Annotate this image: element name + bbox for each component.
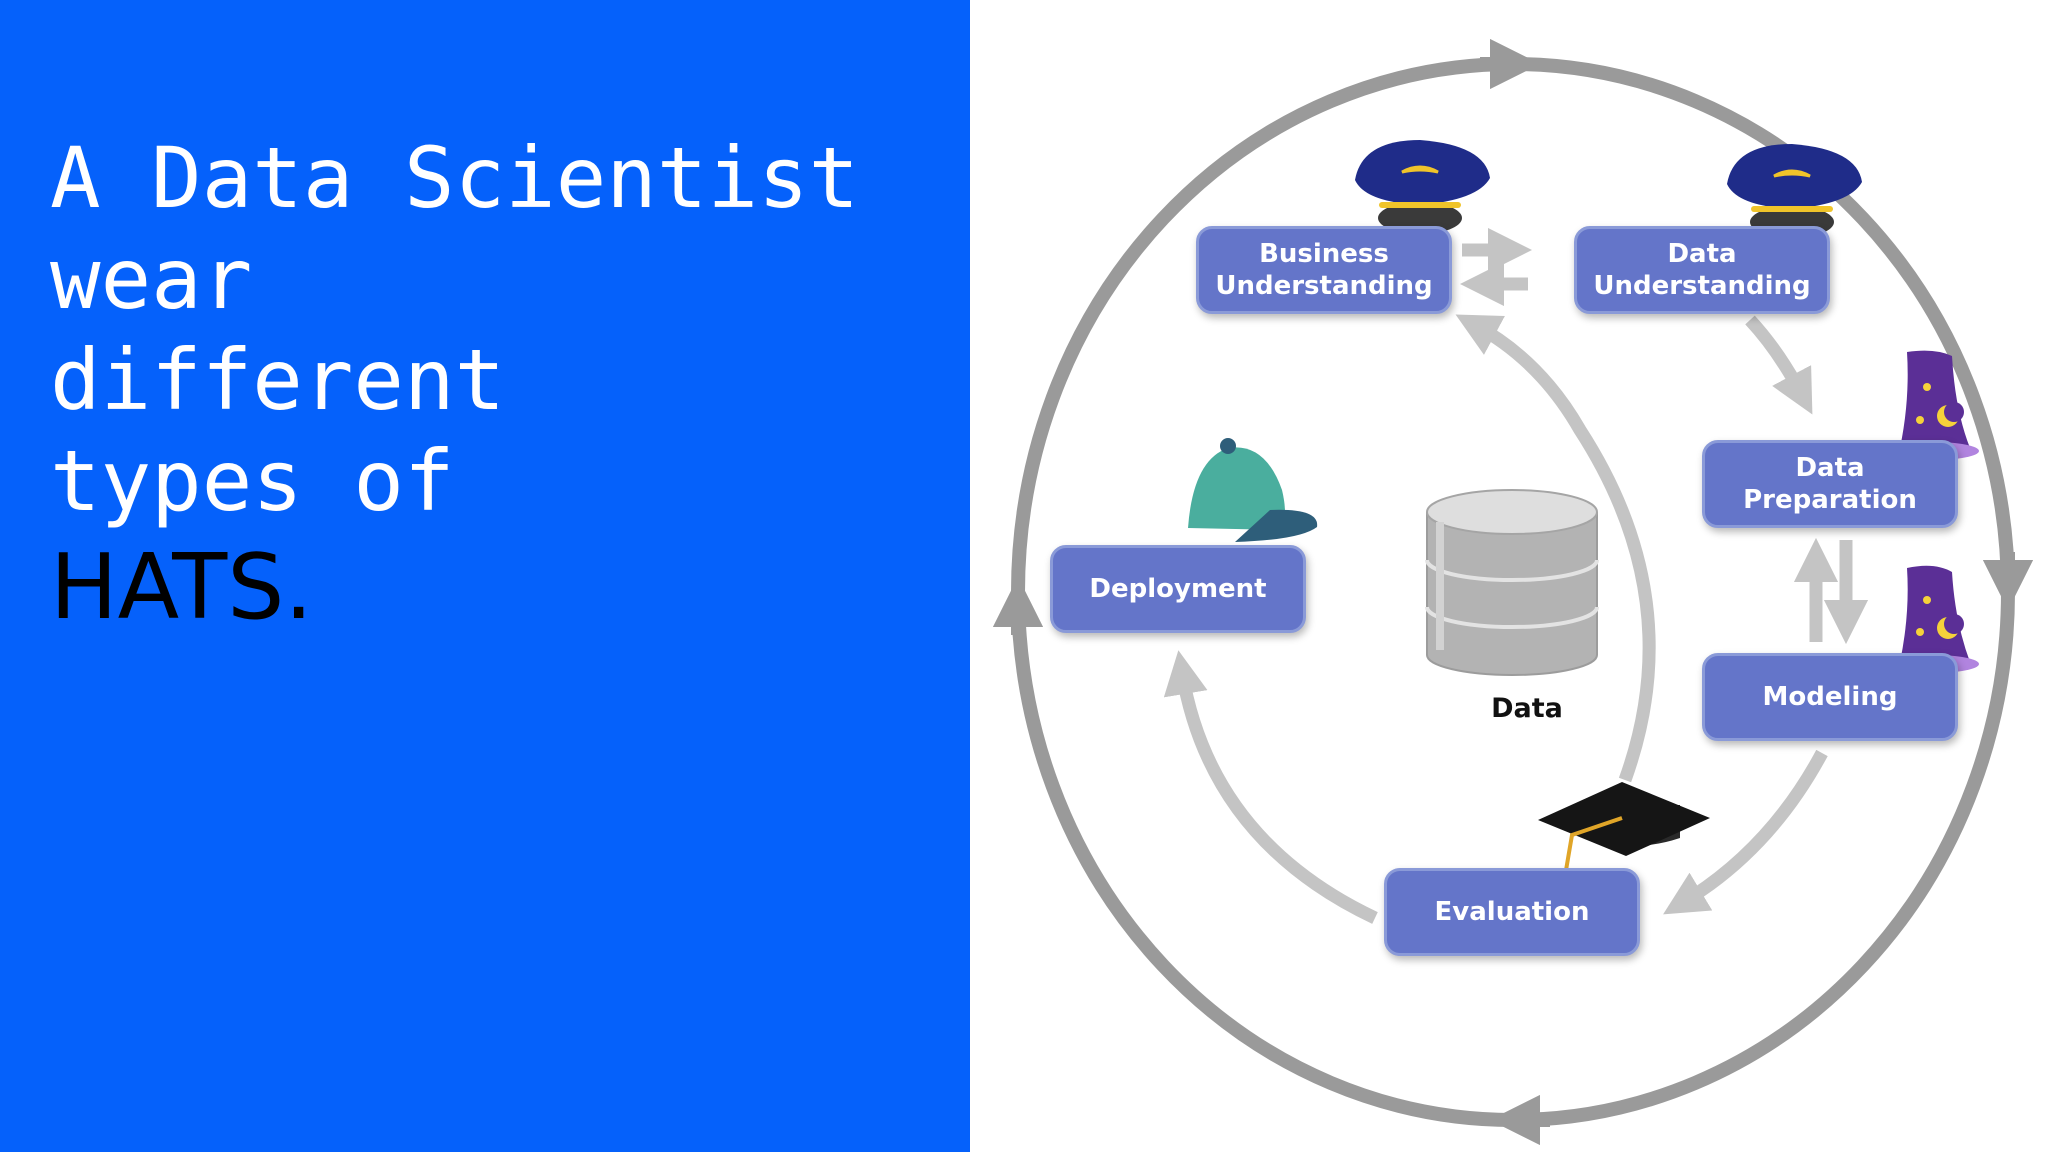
- graduation-cap-icon: [1538, 782, 1710, 892]
- arrow-evaluation-to-business: [1455, 314, 1656, 783]
- node-evaluation-label: Evaluation: [1434, 897, 1590, 927]
- node-evaluation: Evaluation: [1384, 868, 1640, 956]
- baseball-cap-icon: [1188, 438, 1318, 542]
- data-preparation-line-2: Preparation: [1743, 485, 1917, 515]
- node-modeling-label: Modeling: [1762, 682, 1898, 712]
- node-data-understanding-label: Data Understanding: [1593, 238, 1810, 302]
- node-deployment-label: Deployment: [1089, 574, 1267, 604]
- data-understanding-line-1: Data: [1667, 239, 1737, 269]
- headline: A Data Scientist wear different types of…: [50, 128, 859, 644]
- headline-line-2: wear: [50, 230, 253, 328]
- captain-hat-icon: [1355, 140, 1490, 234]
- node-business-understanding-label: Business Understanding: [1215, 238, 1432, 302]
- business-understanding-line-1: Business: [1259, 239, 1389, 269]
- arrow-evaluation-to-deployment: [1163, 650, 1378, 924]
- node-data-preparation: Data Preparation: [1702, 440, 1958, 528]
- node-deployment: Deployment: [1050, 545, 1306, 633]
- node-business-understanding: Business Understanding: [1196, 226, 1452, 314]
- headline-accent: HATS.: [50, 535, 313, 640]
- database-icon: [1425, 489, 1599, 676]
- headline-line-3: different: [50, 331, 506, 429]
- title-panel: A Data Scientist wear different types of…: [0, 0, 970, 1152]
- captain-hat-icon: [1727, 144, 1862, 238]
- data-preparation-line-1: Data: [1795, 453, 1865, 483]
- node-data-understanding: Data Understanding: [1574, 226, 1830, 314]
- node-data-preparation-label: Data Preparation: [1743, 452, 1917, 516]
- arrow-understanding-to-preparation: [1745, 315, 1813, 415]
- headline-line-4: types of: [50, 432, 455, 530]
- arrow-modeling-to-evaluation: [1663, 749, 1828, 915]
- data-understanding-line-2: Understanding: [1593, 271, 1811, 301]
- headline-line-1: A Data Scientist: [50, 129, 860, 227]
- node-modeling: Modeling: [1702, 653, 1958, 741]
- database-label: Data: [1491, 693, 1563, 724]
- crisp-dm-diagram: Business Understanding Data Understandin…: [970, 0, 2048, 1152]
- business-understanding-line-2: Understanding: [1215, 271, 1433, 301]
- cycle-arrows: [992, 38, 2034, 1146]
